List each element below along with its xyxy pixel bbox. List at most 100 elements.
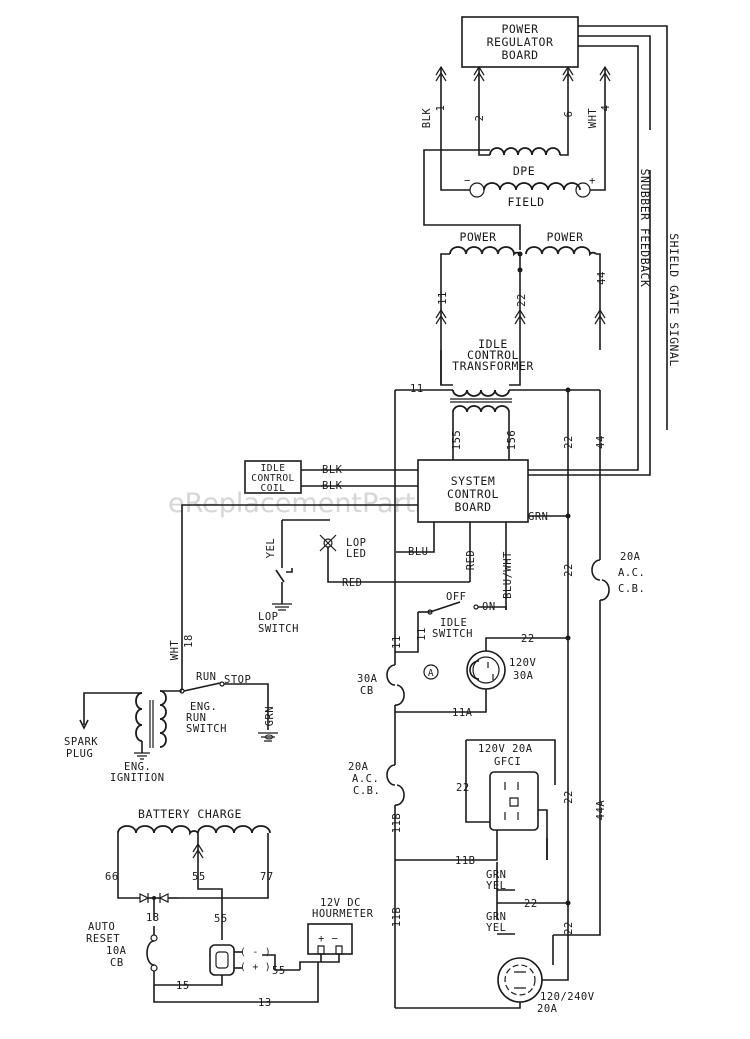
auto-reset-line3: 10A <box>106 945 127 957</box>
wire-label-22-bus3: 22 <box>563 790 575 804</box>
eng-run-line3: SWITCH <box>186 723 227 735</box>
outlet-120-240v: 120/240V 20A <box>395 935 595 1015</box>
wire-label-11-left: 11 <box>391 635 403 649</box>
lop-switch: LOP SWITCH <box>258 560 299 635</box>
wire-label-red-v: RED <box>465 550 477 570</box>
idle-coil-line3: COIL <box>261 483 286 494</box>
run-label: RUN <box>196 671 216 683</box>
hourmeter-line2: HOURMETER <box>312 908 374 920</box>
power-regulator-line1: POWER <box>501 22 538 36</box>
eng-run-switch: RUN STOP 0 GRN ENG. RUN SWITCH <box>179 671 278 742</box>
wire-label-22-bus: 22 <box>563 435 575 449</box>
idle-switch-line1: IDLE <box>440 617 467 629</box>
outlet240-line2: 20A <box>537 1003 558 1015</box>
coil-blk-2: BLK <box>322 480 343 492</box>
wire-label-0-grn: 0 GRN <box>264 706 276 740</box>
wire-label-22-gfci: 22 <box>456 782 470 794</box>
wire-label-11b-v: 11B <box>391 813 403 833</box>
wire-label-11-top: 11 <box>437 291 449 305</box>
cb20-left-line1: 20A <box>348 761 369 773</box>
wire-label-11b-h: 11B <box>455 855 475 867</box>
idle-coil-line2: CONTROL <box>251 473 295 484</box>
hourmeter-line1: 12V DC <box>320 897 361 909</box>
grn-yel-1-line2: YEL <box>486 880 506 892</box>
lop-led-line2: LED <box>346 548 366 560</box>
outlet-120v-30a: 22 120V 30A <box>466 633 571 690</box>
outlet240-line1: 120/240V <box>540 991 595 1003</box>
transformer-line1: IDLE <box>478 337 508 351</box>
stop-label: STOP <box>224 674 251 686</box>
wire-label-18: 18 <box>183 634 195 648</box>
wire-label-22-outlet: 22 <box>521 633 535 645</box>
lop-switch-line2: SWITCH <box>258 623 299 635</box>
gfci-outlet: 120V 20A GFCI 22 <box>456 739 556 860</box>
wire-label-wht: WHT <box>587 108 599 129</box>
eng-ignition-line2: IGNITION <box>110 772 165 784</box>
eng-run-line2: RUN <box>186 712 206 724</box>
system-control-line3: BOARD <box>454 500 491 514</box>
wire-label-blu: BLU <box>408 546 428 558</box>
wire-label-155: 155 <box>451 430 463 450</box>
power-connectors <box>435 308 606 325</box>
wire-label-55: 55 <box>192 871 206 883</box>
wire-label-grn: GRN <box>528 511 548 523</box>
wire-label-blu-wht: BLU/WHT <box>502 551 514 599</box>
cb30-line2: CB <box>360 685 374 697</box>
hourmeter-terminals: + − <box>318 933 338 945</box>
wire-label-55-c: 55 <box>272 965 286 977</box>
wire-label-15: 15 <box>176 980 190 992</box>
gfci-line1: 120V 20A <box>478 743 533 755</box>
snubber-feedback-label: SNUBBER FEEDBACK <box>638 169 652 288</box>
auto-reset-cb: AUTO RESET 10A CB <box>86 921 319 1003</box>
power-winding-right <box>525 246 597 257</box>
power-right-label: POWER <box>546 230 583 244</box>
wire-label-44a: 44A <box>595 800 607 821</box>
battery-charge-label: BATTERY CHARGE <box>138 807 242 821</box>
rectifier-minus: ( - ) <box>240 947 271 958</box>
rectifier: ( - ) ( + ) <box>154 944 271 986</box>
wire-label-44-top: 44 <box>596 271 608 285</box>
wire-label-blk: BLK <box>421 108 433 129</box>
cb20-left-line2: A.C. <box>352 773 379 785</box>
transformer-primary <box>452 389 510 397</box>
cb20-right-line1: 20A <box>620 551 641 563</box>
eng-ignition: SPARK PLUG ENG. IGNITION <box>64 690 167 784</box>
system-control-board: SYSTEM CONTROL BOARD <box>417 459 529 523</box>
wire-label-156: 156 <box>506 430 518 450</box>
power-regulator-board: POWER REGULATOR BOARD <box>461 16 579 68</box>
auto-reset-line2: RESET <box>86 933 120 945</box>
idle-switch: OFF ON IDLE SWITCH <box>418 591 507 640</box>
wire-label-22-bus2: 22 <box>563 563 575 577</box>
hourmeter: 12V DC HOURMETER + − <box>299 897 374 970</box>
field-winding <box>483 182 581 191</box>
field-plus: + <box>589 175 596 187</box>
regulator-connectors <box>435 65 611 82</box>
system-control-line2: CONTROL <box>447 487 499 501</box>
spark-plug-line2: PLUG <box>66 748 93 760</box>
idle-coil-line1: IDLE <box>261 463 286 474</box>
idle-switch-on: ON <box>482 601 496 613</box>
outlet30-line1: 120V <box>509 657 536 669</box>
wire-label-11a: 11A <box>452 707 473 719</box>
wire-label-wht-18: WHT <box>169 640 181 661</box>
wire-label-44-bus: 44 <box>595 435 607 449</box>
field-minus: − <box>464 175 471 187</box>
wire-label-2: 2 <box>474 115 486 122</box>
circle-a: A <box>428 668 434 679</box>
coil-blk-1: BLK <box>322 464 343 476</box>
auto-reset-line4: CB <box>110 957 124 969</box>
grn-yel-2-line1: GRN <box>486 911 506 923</box>
wire-label-55-b: 55 <box>214 913 228 925</box>
idle-switch-off: OFF <box>446 591 466 603</box>
idle-switch-line2: SWITCH <box>432 628 473 640</box>
cb20-right-line2: A.C. <box>618 567 645 579</box>
dpe-label: DPE <box>513 164 535 178</box>
cb30-line1: 30A <box>357 673 378 685</box>
wire-label-22-top: 22 <box>516 293 528 307</box>
wire-label-66: 66 <box>105 871 119 883</box>
lop-led-line1: LOP <box>346 537 366 549</box>
wire-label-13: 13 <box>146 912 160 924</box>
cb-20a-right: 20A A.C. C.B. <box>591 551 645 601</box>
spark-plug-line1: SPARK <box>64 736 98 748</box>
